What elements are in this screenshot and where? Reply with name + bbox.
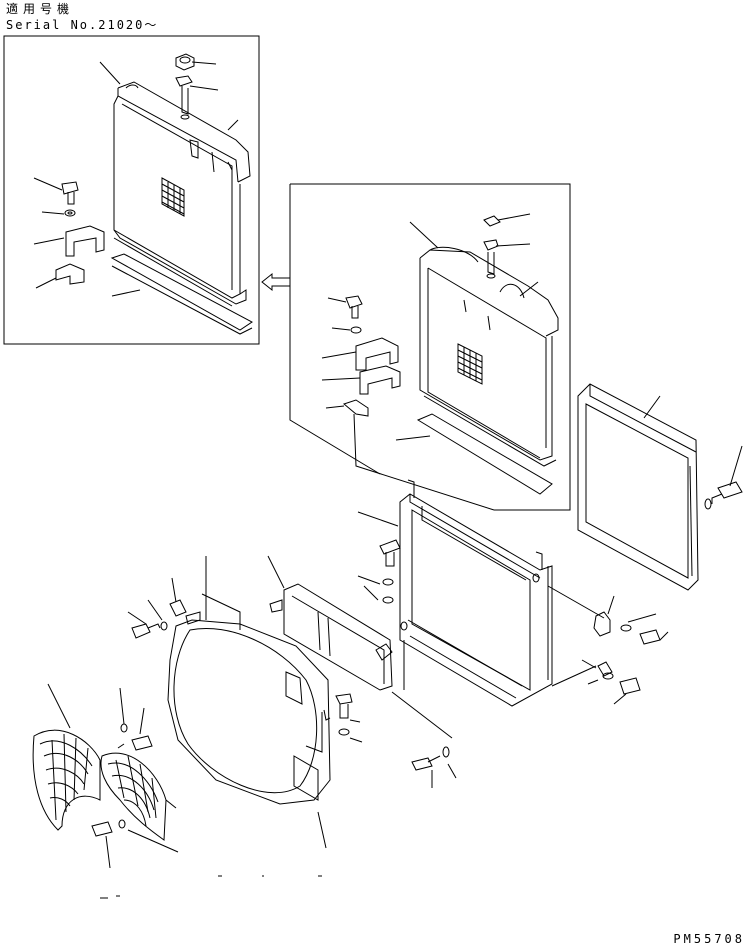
main-leader-lines xyxy=(322,214,538,510)
inset-box-alternate-radiator xyxy=(4,36,259,344)
bottom-marks xyxy=(100,876,322,898)
main-radiator xyxy=(420,216,558,466)
main-radiator-box xyxy=(290,184,570,510)
fan-guard-right xyxy=(101,753,176,840)
inset-seal-strip xyxy=(112,254,252,330)
shroud-frame xyxy=(578,384,698,590)
center-bolt-washer xyxy=(380,540,400,603)
center-leaders xyxy=(358,512,398,600)
applicable-models-label: 適用号機 xyxy=(6,2,75,16)
left-arrow-icon xyxy=(262,274,290,290)
inset-bracket-parts xyxy=(56,182,104,284)
inset-radiator xyxy=(114,54,250,306)
fan-guard-bolts xyxy=(92,688,178,868)
right-mounting-brackets xyxy=(548,586,668,704)
lower-tank xyxy=(268,556,392,690)
fan-guard-left xyxy=(33,684,100,830)
fan-shroud xyxy=(168,556,330,804)
shroud-leader xyxy=(318,812,326,848)
frame-leader xyxy=(644,396,660,418)
serial-number-label: Serial No.21020～ xyxy=(6,18,159,32)
inset-leader-lines xyxy=(34,62,238,296)
main-bracket-parts xyxy=(344,296,400,416)
drawing-code: PM55708 xyxy=(673,932,745,946)
radiator-core-frame xyxy=(400,480,552,706)
frame-bolt xyxy=(705,482,742,509)
shroud-side-bolts xyxy=(336,692,456,788)
main-seal-strip xyxy=(418,414,552,494)
shroud-left-bolts xyxy=(128,578,186,638)
